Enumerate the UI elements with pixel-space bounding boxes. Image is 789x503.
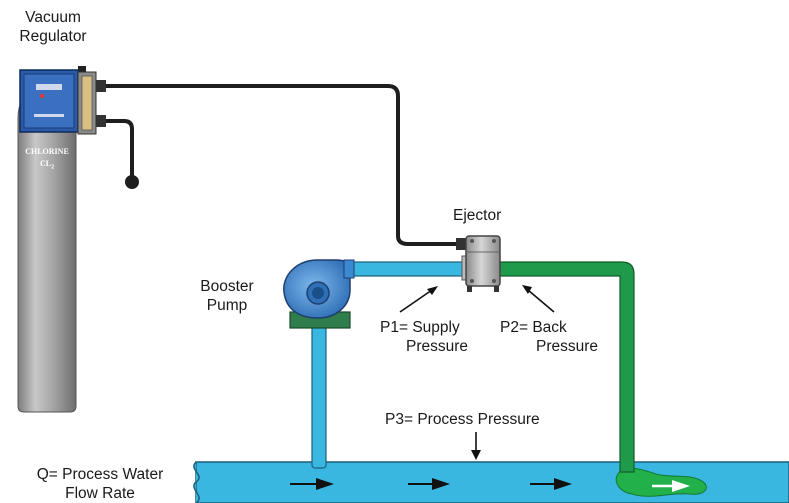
booster-pump-label-line1: Booster [200,278,254,295]
p2-label-line2: Pressure [536,338,599,355]
vacuum-regulator [19,66,106,135]
p1-label: P1= Supply Pressure [380,318,468,356]
flow-arrow [408,478,450,490]
vacuum-regulator-label: Vacuum Regulator [8,8,98,46]
booster-pump-label: Booster Pump [196,277,258,315]
cylinder-label: CHLORINE CL2 [18,146,76,174]
p2-label: P2= Back Pressure [500,318,598,356]
vent-line [104,119,134,178]
chlorine-cylinder [17,95,77,413]
ejector-label: Ejector [453,207,502,224]
flow-arrow [290,478,334,490]
cylinder-formula-subscript: 2 [51,164,55,171]
vacuum-regulator-label-line1: Vacuum [25,9,81,26]
q-label-line1: Q= Process Water [36,466,164,483]
cylinder-label-line2: CL2 [18,158,76,174]
booster-pump-label-line2: Pump [206,297,248,314]
supply-pipe [347,261,473,277]
p1-arrow [399,286,438,313]
discharge-pipe [495,261,635,473]
p2-label-line1: P2= Back [500,319,567,336]
chlorine-solution-plume [615,467,707,497]
p3-label: P3= Process Pressure [385,411,540,428]
cylinder-label-line1: CHLORINE [25,147,69,156]
vacuum-line [104,84,456,246]
ejector [456,235,501,292]
booster-pump [283,259,355,329]
cylinder-formula: CL [39,159,52,168]
p1-label-line1: P1= Supply [380,319,460,336]
vent-line-end [125,175,139,189]
vacuum-regulator-label-line2: Regulator [19,28,87,45]
flow-arrow [530,478,572,490]
q-label: Q= Process Water Flow Rate [30,465,170,503]
q-label-line2: Flow Rate [65,485,135,502]
p1-label-line2: Pressure [406,338,469,355]
p2-arrow [522,285,555,313]
p3-arrow [471,432,481,460]
